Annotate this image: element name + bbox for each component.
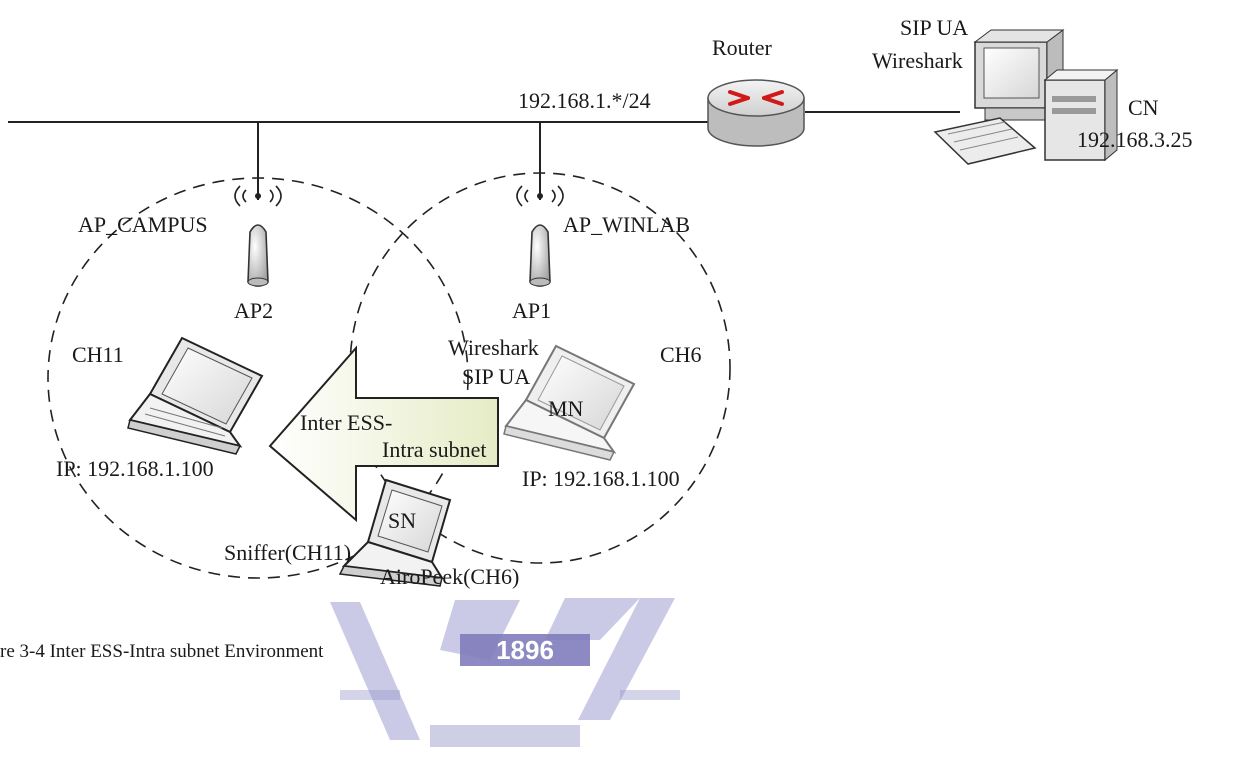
ap2-ssid-label: AP_CAMPUS [78,212,208,237]
sniffer-name-label: SN [388,508,416,533]
handoff-label-2: Intra subnet [382,437,486,462]
laptop-icon-left[interactable] [128,338,262,454]
ap2-name-label: AP2 [234,298,273,323]
left-laptop-ip: IP: 192.168.1.100 [56,456,214,481]
network-label: 192.168.1.*/24 [518,88,651,113]
mn-ip-label: IP: 192.168.1.100 [522,466,680,491]
ap1-ssid-label: AP_WINLAB [563,212,690,237]
access-point-ap2-icon[interactable] [235,186,281,286]
watermark-year: 1896 [496,635,554,665]
figure-caption: re 3-4 Inter ESS-Intra subnet Environmen… [0,641,324,662]
router-label: Router [712,35,773,60]
sniffer-ch11-label: Sniffer(CH11) [224,540,351,565]
router-icon[interactable] [708,80,804,146]
cn-ip-label: 192.168.3.25 [1077,127,1193,152]
ap1-name-label: AP1 [512,298,551,323]
cn-app-label-2: Wireshark [872,48,963,73]
mn-app-label-2: SIP UA [462,364,530,389]
cn-name-label: CN [1128,95,1159,120]
mn-app-label-1: Wireshark [448,335,539,360]
cn-app-label-1: SIP UA [900,15,968,40]
ap1-channel-label: CH6 [660,342,702,367]
university-watermark: 1896 [330,598,680,747]
access-point-ap1-icon[interactable] [517,186,563,286]
airopeek-ch6-label: AiroPeek(CH6) [380,564,519,589]
ap2-channel-label: CH11 [72,342,124,367]
mn-name-label: MN [548,396,584,421]
handoff-label-1: Inter ESS- [300,410,392,435]
